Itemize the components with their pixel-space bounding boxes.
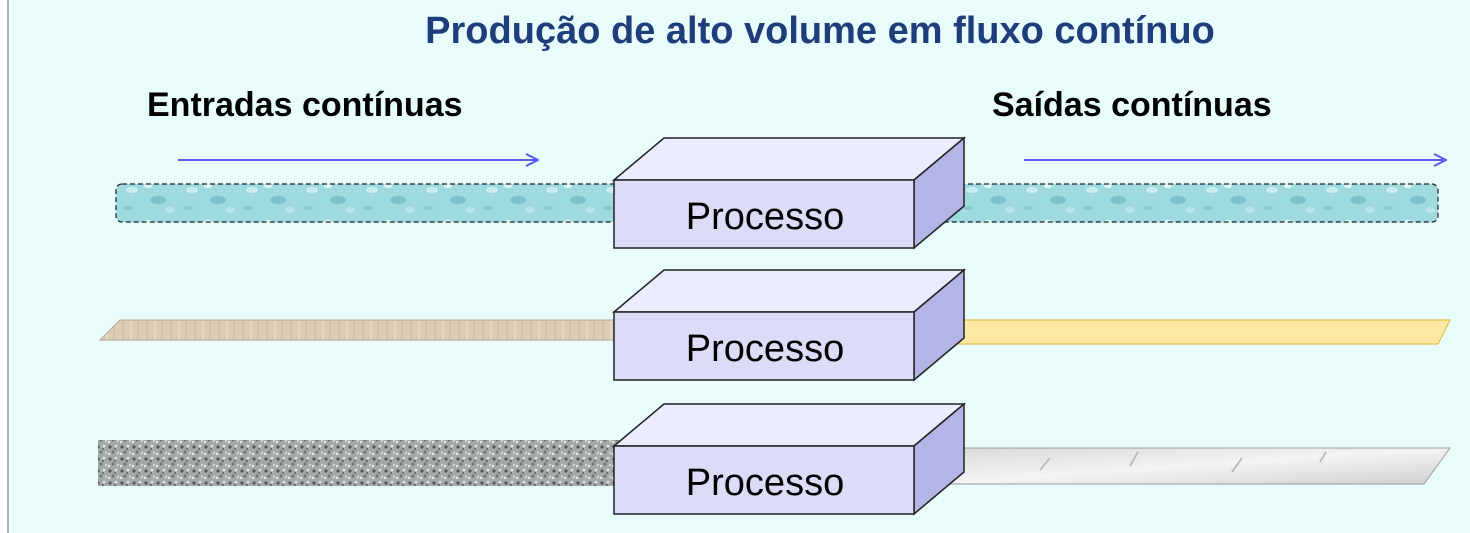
slide-title: Produção de alto volume em fluxo contínu…	[425, 10, 1215, 52]
process-box-2	[611, 268, 967, 382]
finished-strip-output	[932, 319, 1451, 345]
process-label-3: Processo	[685, 462, 845, 504]
sheet-output-stream	[931, 447, 1451, 485]
process-box-3	[611, 402, 967, 516]
raw-strip-input	[98, 319, 625, 341]
process-box-1	[611, 136, 967, 250]
sheet-texture-marks	[1039, 451, 1327, 473]
outputs-label: Saídas contínuas	[992, 86, 1272, 124]
granular-input-stream	[98, 440, 628, 486]
inputs-label: Entradas contínuas	[147, 86, 463, 124]
liquid-output-stream	[937, 183, 1439, 223]
process-label-2: Processo	[685, 328, 845, 370]
liquid-input-stream	[115, 183, 627, 223]
process-label-1: Processo	[685, 196, 845, 238]
